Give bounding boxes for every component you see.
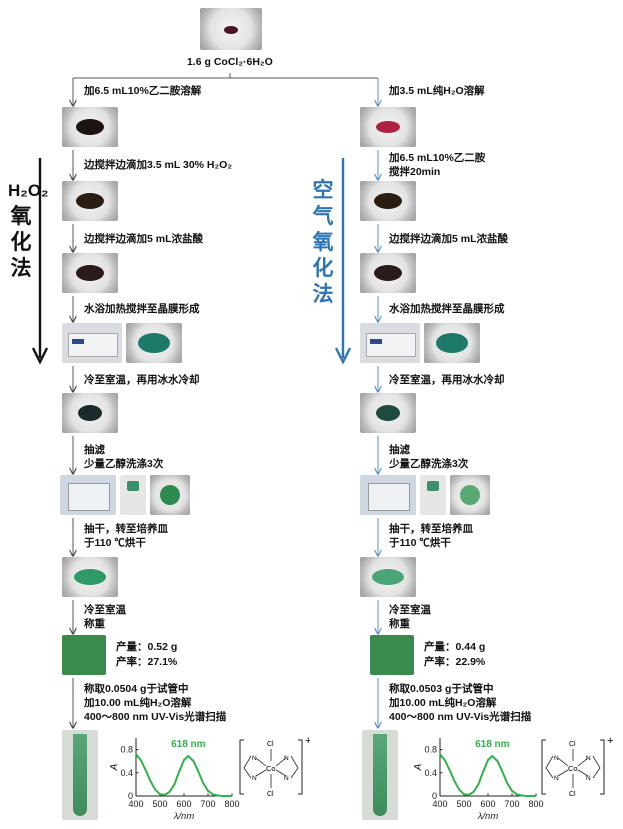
right-photo-hcl (360, 253, 416, 293)
left-photo-funnel (120, 475, 146, 515)
left-chart-y-tick-label: 0 (128, 791, 133, 801)
right-step-9c: 400～800 nm UV-Vis光谱扫描 (389, 710, 531, 724)
right-step-9a: 称取0.0503 g于试管中 (389, 682, 493, 696)
left-struct-n4: N (284, 775, 289, 782)
right-chart-absorbance-curve (440, 754, 536, 796)
left-step-7a: 抽干，转至培养皿 (84, 522, 168, 536)
right-photo-waterbath (360, 323, 420, 363)
left-photo-h2o2 (62, 181, 118, 221)
right-method-title: 空 气 氧 化 法 (310, 178, 336, 308)
left-struct-co: Co (266, 764, 276, 773)
right-chart-y-tick-label: 0 (432, 791, 437, 801)
left-photo-cooling (62, 393, 118, 433)
right-step-3: 边搅拌边滴加5 mL浓盐酸 (389, 232, 508, 246)
right-photo-funnel (420, 475, 446, 515)
left-photo-hcl (62, 253, 118, 293)
left-step-5: 冷至室温，再用冰水冷却 (84, 373, 200, 387)
right-photo-product (370, 635, 414, 675)
left-photo-product (62, 635, 106, 675)
right-photo-filtered (450, 475, 490, 515)
left-step-9c: 400～800 nm UV-Vis光谱扫描 (84, 710, 226, 724)
left-step-4: 水浴加热搅拌至晶膜形成 (84, 302, 200, 316)
left-uvvis-chart: 40050060070080000.40.8λ/nmA618 nm (108, 730, 240, 826)
right-rate: 产率：22.9% (424, 655, 485, 669)
right-step-4: 水浴加热搅拌至晶膜形成 (389, 302, 505, 316)
left-rate: 产率：27.1% (116, 655, 177, 669)
right-photo-petri (360, 557, 416, 597)
right-step-7b: 于110 ℃烘干 (389, 536, 451, 550)
left-complex-structure: + Cl Cl Co N N N N (238, 734, 310, 802)
left-chart-y-tick-label: 0.8 (120, 745, 133, 755)
left-step-7b: 于110 ℃烘干 (84, 536, 146, 550)
left-photo-filtered (150, 475, 190, 515)
left-step-6b: 少量乙醇洗涤3次 (84, 457, 163, 471)
right-test-tube-photo (362, 730, 398, 820)
right-chart-x-tick-label: 700 (504, 799, 519, 809)
right-photo-ethylenediamine (360, 181, 416, 221)
left-yield: 产量：0.52 g (116, 640, 177, 654)
start-label: 1.6 g CoCl₂·6H₂O (187, 55, 273, 69)
left-struct-cl-bottom: Cl (267, 791, 274, 798)
right-photo-pump (360, 475, 416, 515)
right-complex-structure: + Cl Cl Co N N N N (540, 734, 616, 802)
left-chart-x-tick-label: 700 (200, 799, 215, 809)
right-step-8b: 称重 (389, 617, 410, 631)
left-photo-dissolve (62, 107, 118, 147)
right-yield: 产量：0.44 g (424, 640, 485, 654)
right-step-9b: 加10.00 mL纯H₂O溶解 (389, 696, 496, 710)
left-step-3: 边搅拌边滴加5 mL浓盐酸 (84, 232, 203, 246)
left-struct-cl-top: Cl (267, 741, 274, 748)
right-step-1: 加3.5 mL纯H₂O溶解 (389, 84, 485, 98)
left-photo-waterbath (62, 323, 122, 363)
right-struct-co: Co (568, 764, 578, 773)
right-step-6b: 少量乙醇洗涤3次 (389, 457, 468, 471)
left-step-8a: 冷至室温 (84, 603, 126, 617)
right-chart-x-axis-label: λ/nm (477, 811, 499, 822)
left-chart-x-axis-label: λ/nm (173, 811, 195, 822)
left-method-title: H₂O₂ 氧 化 法 (8, 178, 34, 282)
left-photo-petri (62, 557, 118, 597)
right-step-8a: 冷至室温 (389, 603, 431, 617)
left-test-tube-photo (62, 730, 98, 820)
right-step-6a: 抽滤 (389, 443, 410, 457)
right-photo-crystal-film (424, 323, 480, 363)
right-photo-dissolve (360, 107, 416, 147)
right-chart-peak-label: 618 nm (475, 739, 510, 750)
left-struct-charge: + (305, 735, 310, 747)
cocl2-photo (200, 8, 262, 50)
right-step-2a: 加6.5 mL10%乙二胺 (389, 151, 485, 165)
left-chart-x-tick-label: 600 (176, 799, 191, 809)
right-chart-y-axis-label: A (413, 763, 424, 771)
right-chart-y-tick-label: 0.8 (424, 745, 437, 755)
right-struct-cl-bottom: Cl (569, 791, 576, 798)
left-step-8b: 称重 (84, 617, 105, 631)
left-chart-peak-label: 618 nm (171, 739, 206, 750)
left-step-9b: 加10.00 mL纯H₂O溶解 (84, 696, 191, 710)
left-step-2: 边搅拌边滴加3.5 mL 30% H₂O₂ (84, 158, 232, 172)
right-step-7a: 抽干，转至培养皿 (389, 522, 473, 536)
right-step-2b: 搅拌20min (389, 165, 440, 179)
left-photo-pump (60, 475, 116, 515)
left-step-1: 加6.5 mL10%乙二胺溶解 (84, 84, 201, 98)
left-step-9a: 称取0.0504 g于试管中 (84, 682, 188, 696)
right-chart-y-tick-label: 0.4 (424, 768, 437, 778)
left-step-6a: 抽滤 (84, 443, 105, 457)
left-photo-crystal-film (126, 323, 182, 363)
right-step-5: 冷至室温，再用冰水冷却 (389, 373, 505, 387)
right-struct-n4: N (586, 775, 591, 782)
left-chart-absorbance-curve (136, 754, 232, 796)
left-chart-y-tick-label: 0.4 (120, 768, 133, 778)
right-struct-charge: + (607, 735, 613, 747)
right-struct-cl-top: Cl (569, 741, 576, 748)
right-chart-x-tick-label: 500 (456, 799, 471, 809)
left-chart-y-axis-label: A (109, 763, 120, 771)
right-photo-cooling (360, 393, 416, 433)
right-chart-x-tick-label: 600 (480, 799, 495, 809)
left-chart-x-tick-label: 500 (152, 799, 167, 809)
